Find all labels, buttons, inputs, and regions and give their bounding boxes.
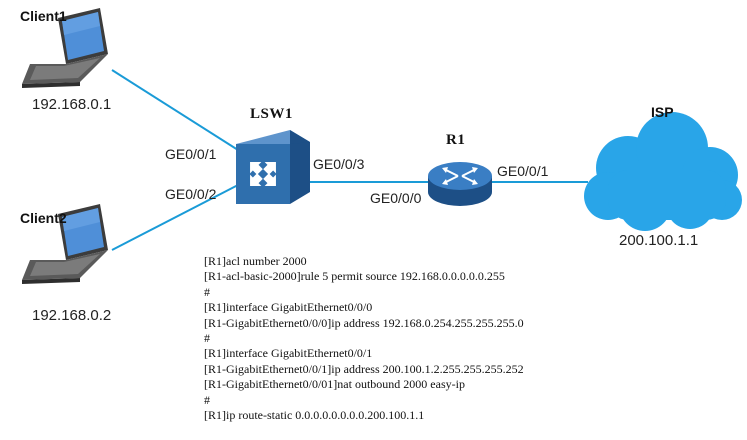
lsw1-port-ge002: GE0/0/2 xyxy=(165,186,217,202)
client1-name: Client1 xyxy=(20,8,67,24)
lsw1-port-ge003: GE0/0/3 xyxy=(313,156,365,172)
link-client1-lsw1 xyxy=(111,69,239,151)
client2-ip: 192.168.0.2 xyxy=(32,307,112,324)
switch-icon-lsw1 xyxy=(236,130,310,204)
config-line: [R1-acl-basic-2000]rule 5 permit source … xyxy=(204,269,505,284)
cloud-icon-isp xyxy=(584,112,742,231)
r1-port-ge001: GE0/0/1 xyxy=(497,163,549,179)
r1-port-ge000: GE0/0/0 xyxy=(370,190,422,206)
config-line: [R1-GigabitEthernet0/0/01]nat outbound 2… xyxy=(204,377,465,392)
laptop-icon-client2 xyxy=(22,204,108,284)
config-line: [R1]ip route-static 0.0.0.0.0.0.0.0.200.… xyxy=(204,408,425,423)
config-line: [R1-GigabitEthernet0/0/1]ip address 200.… xyxy=(204,361,524,376)
isp-name: ISP xyxy=(651,104,674,120)
isp-ip: 200.100.1.1 xyxy=(619,232,699,249)
config-line: # xyxy=(204,284,210,299)
client2-name: Client2 xyxy=(20,210,67,226)
link-client2-lsw1 xyxy=(111,184,239,251)
lsw1-name: LSW1 xyxy=(250,106,293,122)
config-line: # xyxy=(204,331,210,346)
config-line: [R1]interface GigabitEthernet0/0/1 xyxy=(204,346,373,361)
laptop-icon-client1 xyxy=(22,8,108,88)
config-line: [R1]interface GigabitEthernet0/0/0 xyxy=(204,300,373,315)
config-line: [R1-GigabitEthernet0/0/0]ip address 192.… xyxy=(204,315,524,330)
config-line: # xyxy=(204,392,210,407)
r1-name: R1 xyxy=(446,132,466,148)
lsw1-port-ge001: GE0/0/1 xyxy=(165,146,217,162)
router-config-block: [R1]acl number 2000 [R1-acl-basic-2000]r… xyxy=(204,254,524,423)
client1-ip: 192.168.0.1 xyxy=(32,96,112,113)
router-icon-r1 xyxy=(428,162,492,206)
config-line: [R1]acl number 2000 xyxy=(204,254,307,268)
